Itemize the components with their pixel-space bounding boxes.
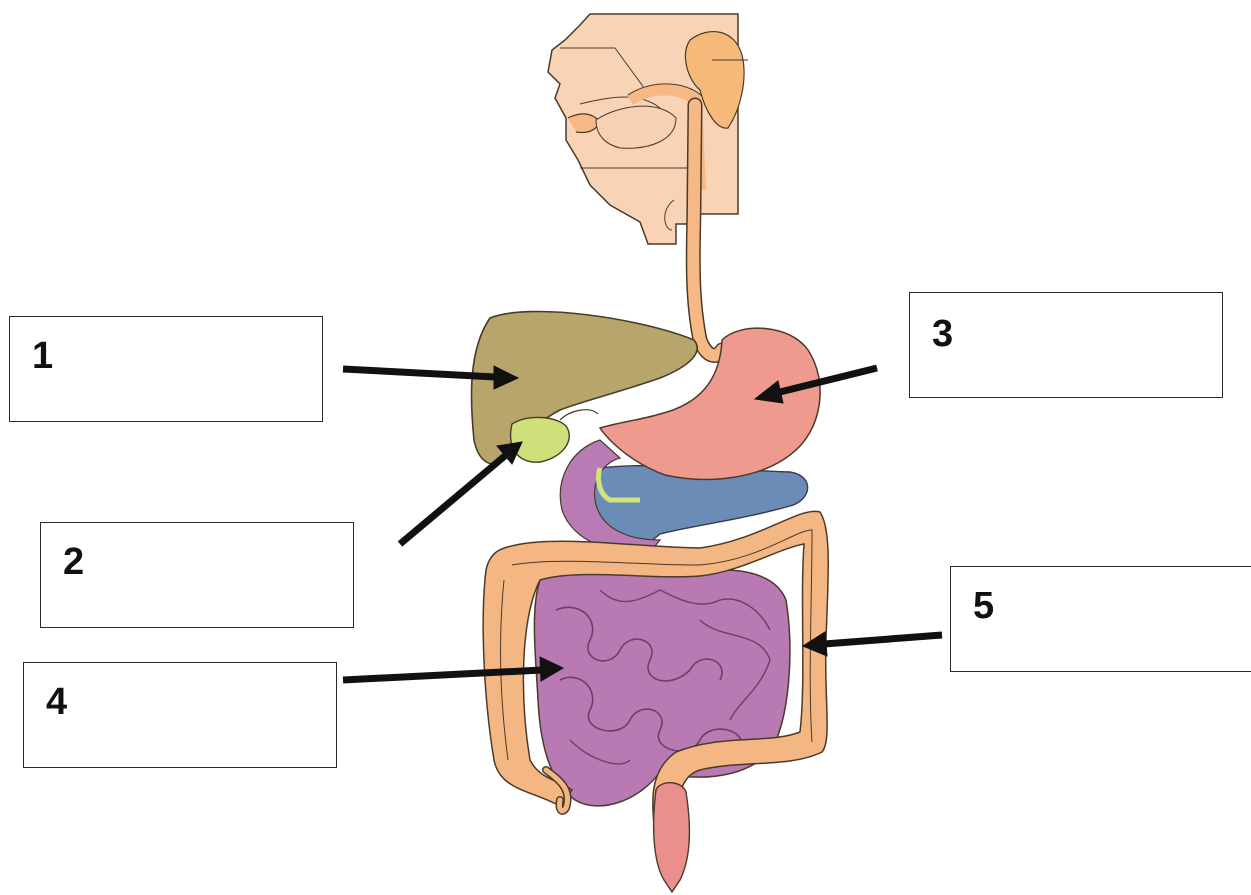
label-box-5[interactable]: 5	[950, 566, 1251, 672]
label-box-1[interactable]: 1	[9, 316, 323, 422]
label-box-3[interactable]: 3	[909, 292, 1223, 398]
label-box-4[interactable]: 4	[23, 662, 337, 768]
label-number-2: 2	[63, 543, 84, 581]
rectum	[654, 783, 690, 892]
label-number-4: 4	[46, 683, 67, 721]
head-illustration	[548, 14, 748, 244]
arrow-2	[400, 455, 506, 544]
label-number-1: 1	[32, 337, 53, 375]
label-box-2[interactable]: 2	[40, 522, 354, 628]
gallbladder	[511, 417, 570, 462]
label-number-5: 5	[973, 587, 994, 625]
arrow-5	[824, 635, 942, 644]
label-number-3: 3	[932, 315, 953, 353]
